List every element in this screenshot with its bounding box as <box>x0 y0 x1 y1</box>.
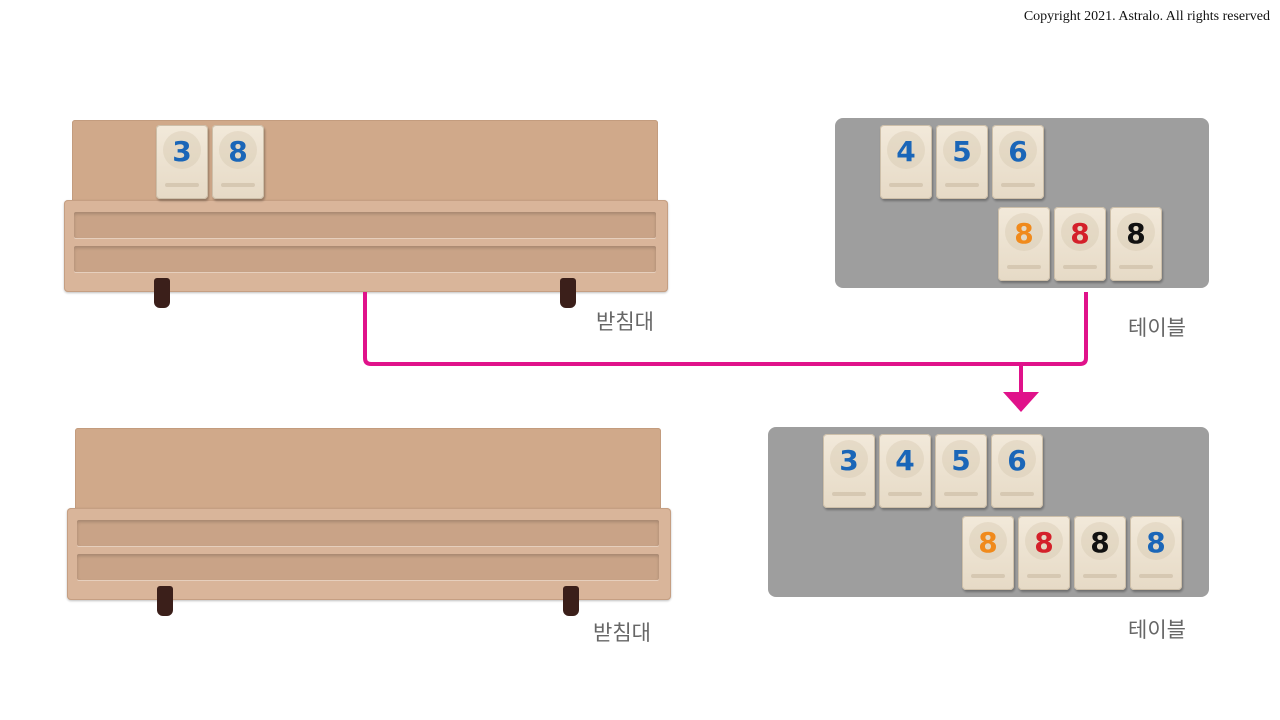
tile-logo <box>971 574 1005 578</box>
tile[interactable]: 4 <box>880 125 932 199</box>
tile-logo <box>1139 574 1173 578</box>
tile[interactable]: 6 <box>992 125 1044 199</box>
tile[interactable]: 3 <box>156 125 208 199</box>
tile-number: 4 <box>896 135 916 168</box>
rack-foot <box>563 586 579 616</box>
connector-line <box>363 292 1088 366</box>
tile[interactable]: 8 <box>1110 207 1162 281</box>
tile[interactable]: 5 <box>936 125 988 199</box>
tile[interactable]: 8 <box>1130 516 1182 590</box>
tile-number: 3 <box>839 444 859 477</box>
tile-logo <box>1119 265 1153 269</box>
table-before: 4 5 6 8 8 8 <box>835 118 1209 288</box>
rack-front-panel <box>64 200 668 292</box>
tile-logo <box>1027 574 1061 578</box>
tile-number: 8 <box>1090 526 1110 559</box>
tile-number: 8 <box>1070 217 1090 250</box>
tile-logo <box>1001 183 1035 187</box>
tile-logo <box>888 492 922 496</box>
tile-number: 6 <box>1008 135 1028 168</box>
tile[interactable]: 8 <box>962 516 1014 590</box>
tile-number: 8 <box>1034 526 1054 559</box>
rack-foot <box>154 278 170 308</box>
tile[interactable]: 3 <box>823 434 875 508</box>
tile-number: 8 <box>1126 217 1146 250</box>
tile[interactable]: 5 <box>935 434 987 508</box>
tile-number: 3 <box>172 135 192 168</box>
rack-label: 받침대 <box>593 621 651 645</box>
tile[interactable]: 8 <box>1054 207 1106 281</box>
rack-foot <box>157 586 173 616</box>
tile-number: 8 <box>978 526 998 559</box>
rack-front-panel <box>67 508 671 600</box>
table-after: 3 4 5 6 8 8 8 8 <box>768 427 1209 597</box>
copyright-notice: Copyright 2021. Astralo. All rights rese… <box>1023 9 1270 24</box>
tile-number: 6 <box>1007 444 1027 477</box>
tile[interactable]: 4 <box>879 434 931 508</box>
tile-number: 4 <box>895 444 915 477</box>
tile-logo <box>1063 265 1097 269</box>
tile-number: 8 <box>228 135 248 168</box>
tile[interactable]: 8 <box>212 125 264 199</box>
rack-backboard <box>75 428 661 510</box>
rack-label: 받침대 <box>596 310 654 334</box>
tile-number: 8 <box>1146 526 1166 559</box>
tile-logo <box>889 183 923 187</box>
tile[interactable]: 8 <box>998 207 1050 281</box>
tile[interactable]: 8 <box>1018 516 1070 590</box>
tile-logo <box>1007 265 1041 269</box>
tile-number: 8 <box>1014 217 1034 250</box>
tile-logo <box>165 183 199 187</box>
tile[interactable]: 6 <box>991 434 1043 508</box>
tile-logo <box>944 492 978 496</box>
table-label: 테이블 <box>1128 618 1186 642</box>
tile[interactable]: 8 <box>1074 516 1126 590</box>
tile-logo <box>1000 492 1034 496</box>
tile-logo <box>221 183 255 187</box>
rack-after <box>67 428 671 620</box>
arrow-head-icon <box>1003 392 1039 412</box>
tile-number: 5 <box>952 135 972 168</box>
tile-logo <box>945 183 979 187</box>
tile-number: 5 <box>951 444 971 477</box>
rack-foot <box>560 278 576 308</box>
tile-logo <box>1083 574 1117 578</box>
table-label: 테이블 <box>1128 316 1186 340</box>
tile-logo <box>832 492 866 496</box>
